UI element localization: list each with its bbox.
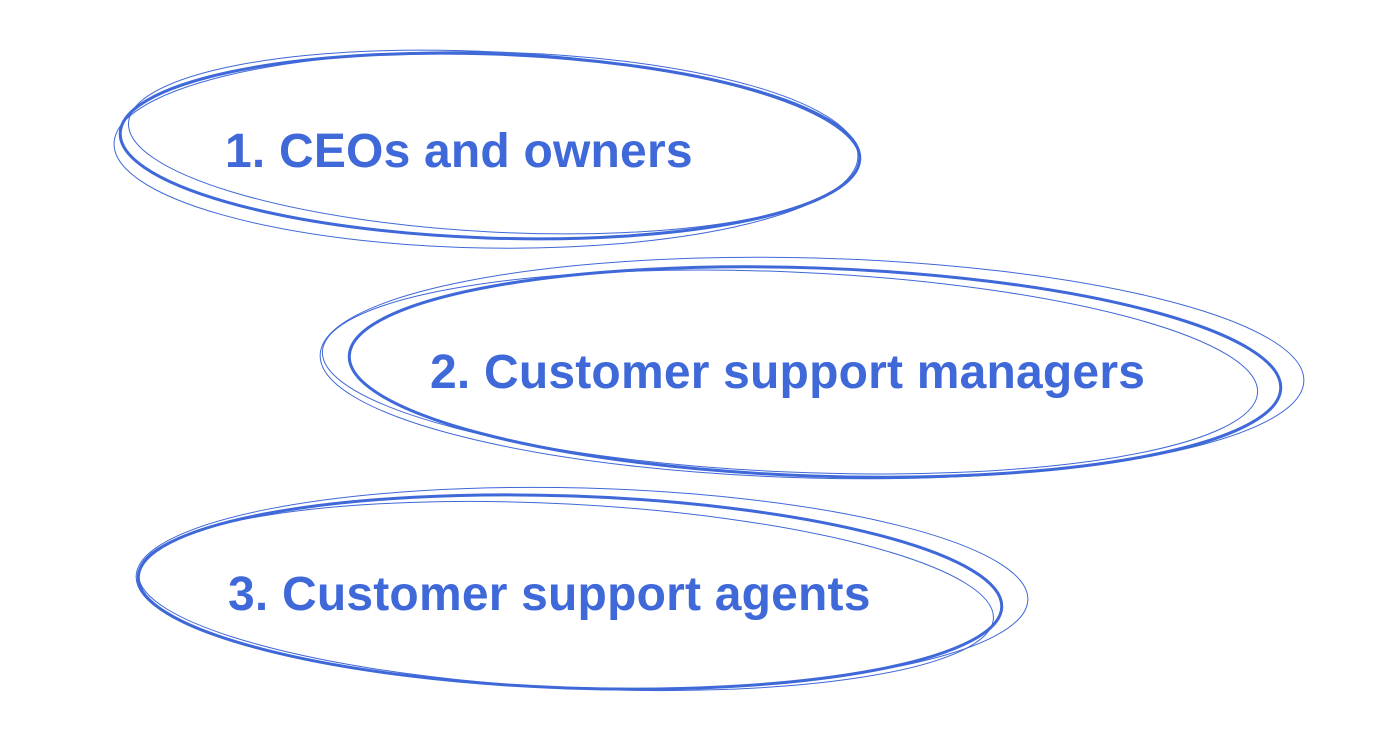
item-label-support-agents: 3. Customer support agents	[228, 568, 871, 621]
ellipse-1	[113, 49, 862, 249]
item-label-ceos: 1. CEOs and owners	[225, 125, 693, 178]
ellipse-3	[135, 486, 1029, 692]
item-label-support-managers: 2. Customer support managers	[430, 346, 1146, 399]
ellipse-2	[319, 256, 1305, 480]
